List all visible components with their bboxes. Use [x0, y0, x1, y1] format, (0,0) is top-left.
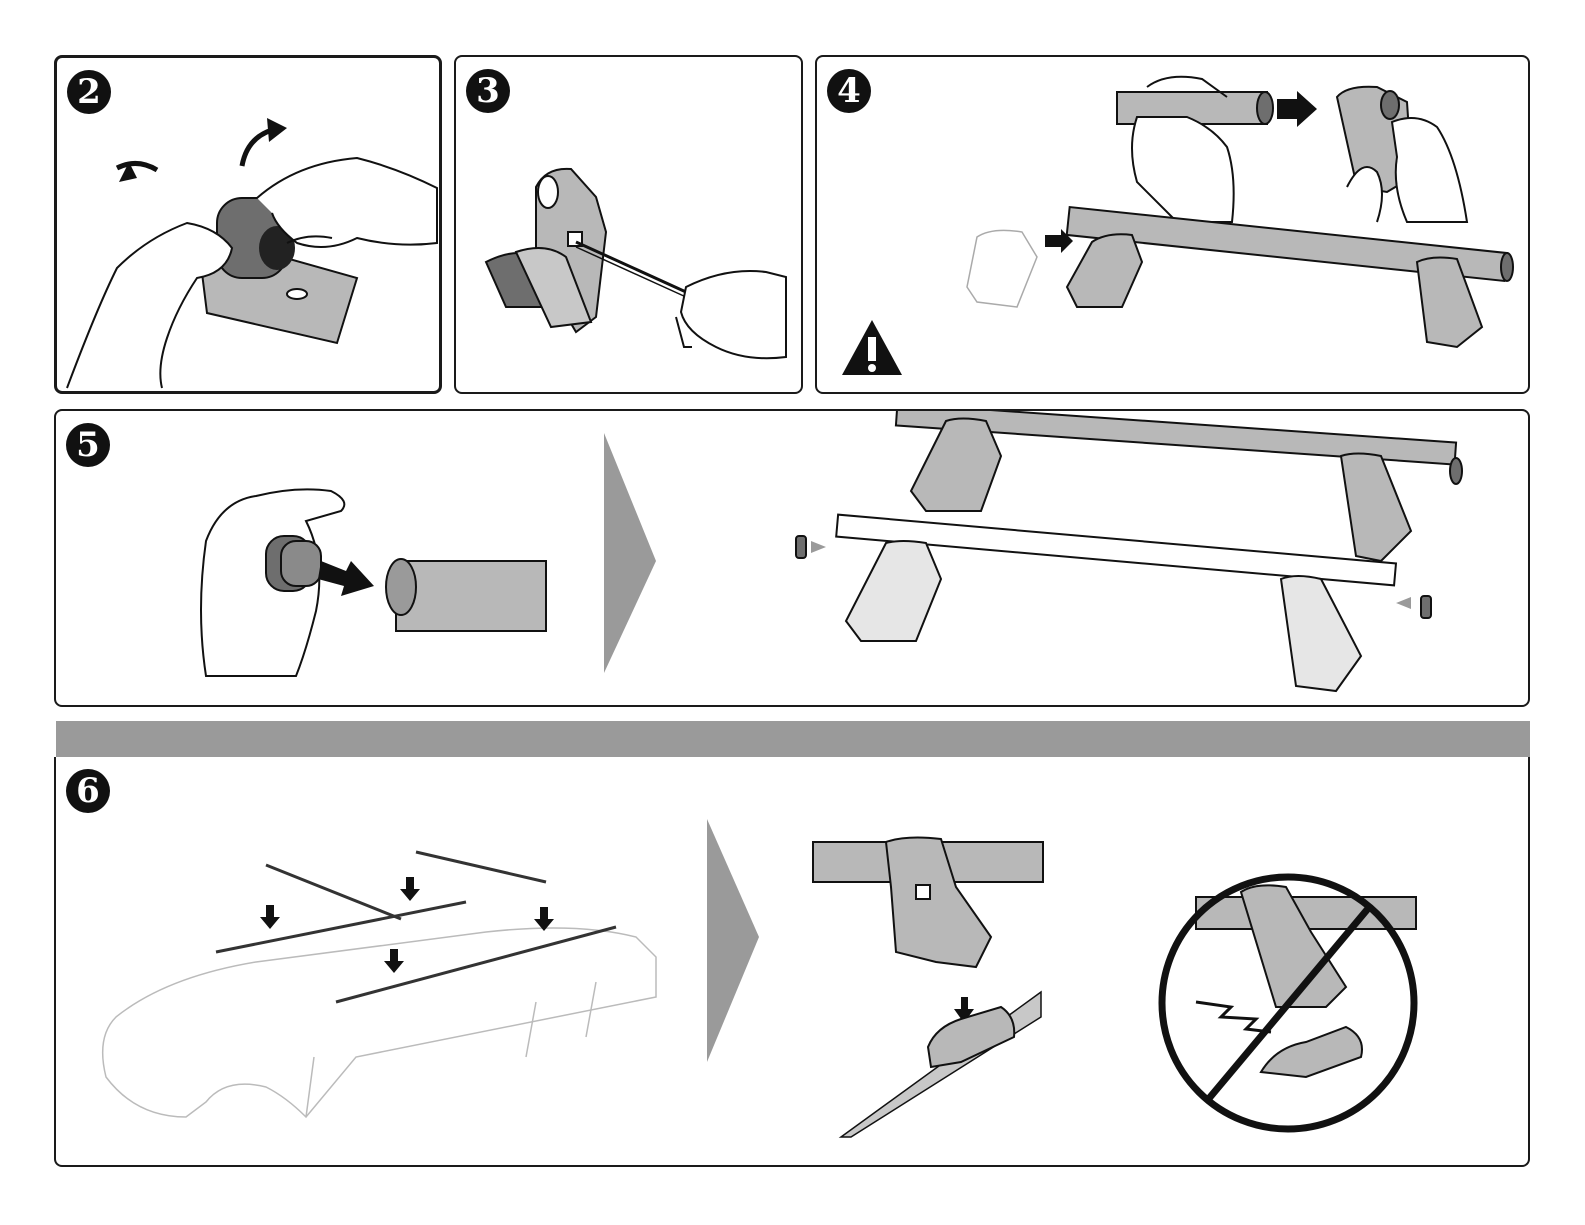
section-divider-band: [56, 721, 1530, 757]
hands-open-foot-cover-illustration: [57, 58, 442, 394]
foot-with-hex-key-illustration: [456, 57, 803, 394]
right-arrow-icon: [1277, 91, 1317, 127]
bar-insert-into-foot-illustration: [817, 57, 1530, 394]
grey-arrow-icon: [811, 541, 826, 553]
down-arrow-icon: [260, 905, 280, 929]
prohibited-icon: [1162, 877, 1416, 1129]
next-step-arrow-icon: [707, 819, 759, 1062]
down-arrow-icon: [384, 949, 404, 973]
up-arrow-icon: [267, 118, 287, 142]
mount-rack-on-rails-illustration: [56, 757, 1530, 1167]
grey-arrow-icon: [1396, 597, 1411, 609]
next-step-arrow-icon: [604, 433, 656, 673]
end-cap-insert-illustration: [56, 411, 1530, 707]
warning-triangle-icon: [842, 320, 902, 375]
step-2-panel: 2: [54, 55, 442, 394]
right-arrow-icon: [318, 561, 374, 596]
step-3-panel: 3: [454, 55, 803, 394]
down-arrow-icon: [400, 877, 420, 901]
step-4-panel: 4: [815, 55, 1530, 394]
step-6-panel: 6: [54, 757, 1530, 1167]
step-5-panel: 5: [54, 409, 1530, 707]
